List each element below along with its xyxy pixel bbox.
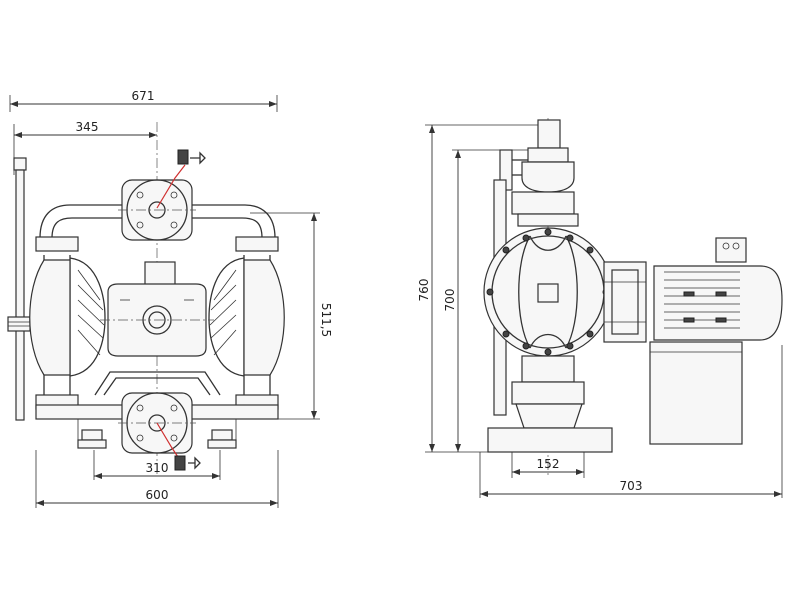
dim-label-310: 310 (146, 461, 169, 475)
top-fitting (499, 119, 579, 227)
side-pipe (7, 157, 31, 421)
feet (77, 429, 237, 449)
left-chamber (29, 255, 106, 410)
inlet-flow-icon (156, 422, 201, 471)
dim-label-703: 703 (620, 479, 643, 493)
top-manifold (35, 204, 279, 252)
dim-label-345: 345 (76, 120, 99, 134)
dimension-height: 511,5 (250, 212, 333, 420)
dimension-overall-width: 671 (9, 89, 278, 112)
side-base (487, 355, 613, 453)
dimension-overall-length: 703 (479, 345, 783, 498)
side-view: 760 700 (417, 118, 783, 498)
dim-label-671: 671 (132, 89, 155, 103)
center-body (100, 261, 214, 357)
dimension-base-width: 600 (35, 450, 279, 508)
front-view: 671 345 (7, 89, 333, 508)
dim-label-152: 152 (537, 457, 560, 471)
dim-label-511-5: 511,5 (319, 303, 333, 337)
outlet-flow-icon (156, 149, 206, 209)
dim-label-600: 600 (146, 488, 169, 502)
motor (649, 237, 783, 445)
dim-label-700: 700 (443, 289, 457, 312)
gearbox (603, 261, 647, 343)
pump-body (483, 179, 613, 416)
dim-label-760: 760 (417, 279, 431, 302)
dimension-port-height: 700 (443, 149, 530, 452)
dimension-outlet-offset: 345 (13, 120, 157, 175)
outlet-flange (118, 179, 196, 241)
dimension-port-offset: 152 (511, 452, 585, 478)
dimension-port-spacing: 310 (93, 450, 221, 480)
right-chamber (208, 255, 285, 410)
